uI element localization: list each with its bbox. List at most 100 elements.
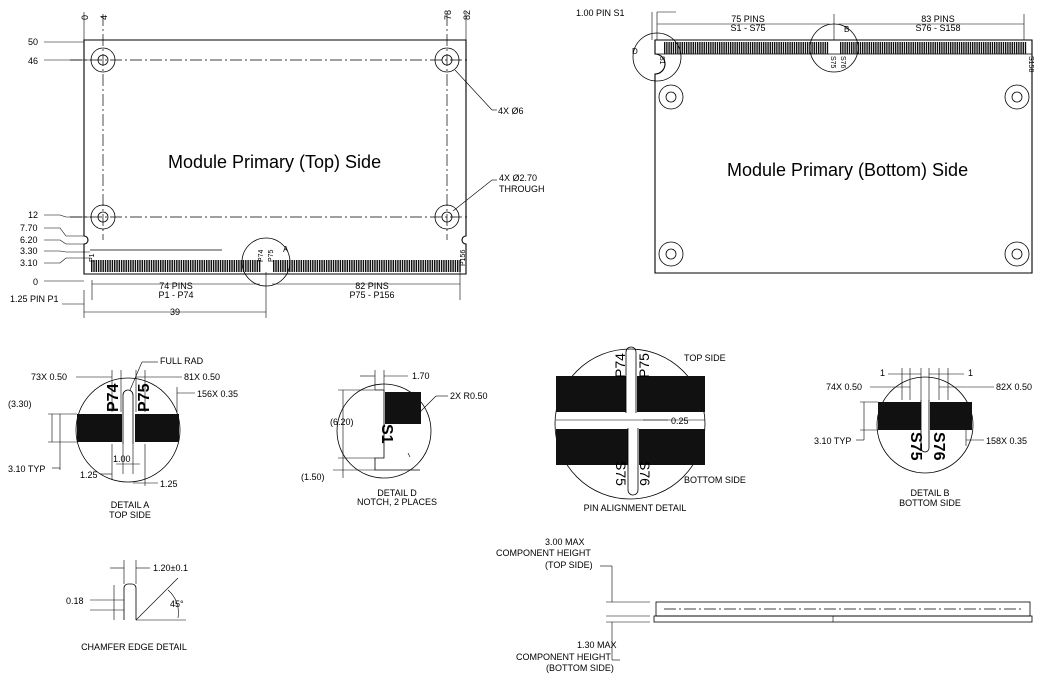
axis-top-4: 4 (99, 15, 109, 20)
axis-left-3-30: 3.30 (20, 246, 38, 256)
axis-left-50: 50 (28, 37, 38, 47)
left-pitch-label: 73X 0.50 (31, 372, 67, 382)
detail-b-s75: S75 (907, 432, 924, 461)
height-label: (3.30) (8, 399, 32, 409)
pin-s158-label: S158 (1027, 56, 1034, 72)
width-label: 156X 0.35 (197, 389, 238, 399)
mount-hole (434, 47, 460, 73)
detail-a-caption-1: DETAIL A (111, 500, 150, 510)
axis-top-82: 82 (462, 10, 472, 20)
pin-s75-label: S75 (829, 56, 836, 69)
chamfer-detail: 1.20±0.1 0.18 45° CHAMFER EDGE DETAIL (66, 560, 188, 652)
alignment-bottom-label: BOTTOM SIDE (684, 475, 746, 485)
axis-left-7-70: 7.70 (20, 223, 38, 233)
detail-d-s1: S1 (378, 424, 395, 444)
bottom-pins-left-range: S1 - S75 (730, 23, 765, 33)
pin-s1-offset: 1.00 PIN S1 (576, 8, 625, 18)
bottom-view-title: Module Primary (Bottom) Side (727, 160, 968, 180)
detail-b-caption-2: BOTTOM SIDE (899, 498, 961, 508)
chamfer-angle: 45° (170, 599, 184, 609)
bottom-height-1: 1.30 MAX (577, 640, 617, 650)
pin-p75-label: P75 (268, 249, 275, 262)
right-pitch-label: 81X 0.50 (184, 372, 220, 382)
chamfer-depth: 0.18 (66, 596, 84, 606)
gap-left-label: 1.25 (80, 470, 98, 480)
bottom-pins-right-count: 83 PINS (921, 14, 955, 24)
pin-p74-label: P74 (258, 249, 265, 262)
detail-a-p74: P74 (105, 383, 122, 412)
bottom-height-3: (BOTTOM SIDE) (546, 663, 614, 673)
detail-d-caption-2: NOTCH, 2 PLACES (357, 497, 437, 507)
alignment-p75: P75 (636, 353, 652, 378)
pins-left-range: P1 - P74 (158, 290, 193, 300)
alignment-top-label: TOP SIDE (684, 353, 726, 363)
detail-b-right-dim: 1 (968, 368, 973, 378)
detail-b-left-pitch: 74X 0.50 (826, 382, 862, 392)
pins-right-count: 82 PINS (355, 281, 389, 291)
pin-alignment-detail: P74 P75 S75 S76 TOP SIDE BOTTOM SIDE 0.2… (554, 346, 746, 513)
detail-a-p75: P75 (136, 383, 153, 412)
pin-p1-label: P1 (89, 253, 96, 262)
alignment-caption: PIN ALIGNMENT DETAIL (584, 503, 687, 513)
notch-width-label: 1.70 (412, 371, 430, 381)
pins-left-count: 74 PINS (159, 281, 193, 291)
mount-hole (1004, 241, 1030, 267)
detail-b-typ: 3.10 TYP (814, 436, 851, 446)
alignment-s76: S76 (637, 461, 653, 486)
detail-a-caption-2: TOP SIDE (109, 510, 151, 520)
mount-hole (658, 241, 684, 267)
detail-b-width: 158X 0.35 (986, 436, 1027, 446)
bottom-pins-left-count: 75 PINS (731, 14, 765, 24)
pin-s1-label: S1 (658, 56, 665, 65)
detail-a-letter: A (283, 245, 289, 254)
axis-top-78: 78 (443, 10, 453, 20)
through-callout-1: 4X Ø2.70 (499, 173, 537, 183)
detail-a: P74 P75 FULL RAD 73X 0.50 81X 0.50 156X … (8, 356, 238, 520)
dim-width: 39 (170, 307, 180, 317)
axis-left-0: 0 (33, 277, 38, 287)
detail-b-right-pitch: 82X 0.50 (996, 382, 1032, 392)
axis-left-3-10: 3.10 (20, 258, 38, 268)
pins-right-range: P75 - P156 (349, 290, 394, 300)
holes-callout: 4X Ø6 (498, 106, 524, 116)
chamfer-width: 1.20±0.1 (153, 563, 188, 573)
alignment-p74: P74 (612, 353, 628, 378)
side-view: 3.00 MAX COMPONENT HEIGHT (TOP SIDE) 1.3… (496, 537, 1033, 673)
top-height-3: (TOP SIDE) (545, 560, 593, 570)
detail-b-s76: S76 (930, 432, 947, 461)
axis-left-46: 46 (28, 56, 38, 66)
alignment-offset: 0.25 (671, 416, 689, 426)
pin-s76-label: S76 (839, 56, 846, 69)
axis-left-6-20: 6.20 (20, 235, 38, 245)
axis-top-0: 0 (80, 15, 90, 20)
top-height-2: COMPONENT HEIGHT (496, 548, 591, 558)
notch-height-label: (6.20) (330, 417, 354, 427)
top-height-1: 3.00 MAX (545, 537, 585, 547)
mount-hole (1004, 84, 1030, 110)
top-pin-fingers (91, 260, 461, 272)
axis-left-12: 12 (28, 210, 38, 220)
mount-hole (658, 84, 684, 110)
typ-label: 3.10 TYP (8, 464, 45, 474)
bottom-height-2: COMPONENT HEIGHT (516, 652, 611, 662)
pin-p1-offset: 1.25 PIN P1 (10, 294, 59, 304)
bottom-pins-right-range: S76 - S158 (915, 23, 960, 33)
chamfer-caption: CHAMFER EDGE DETAIL (81, 642, 187, 652)
alignment-s75: S75 (613, 461, 629, 486)
detail-b-caption-1: DETAIL B (910, 488, 949, 498)
bottom-view: D B S1 S75 S76 S158 1.00 PIN S1 75 PINS … (576, 8, 1034, 274)
bottom-pin-fingers (664, 42, 1027, 54)
notch-radius-label: 2X R0.50 (450, 391, 488, 401)
full-rad-label: FULL RAD (160, 356, 204, 366)
top-view-title: Module Primary (Top) Side (168, 152, 381, 172)
through-callout-2: THROUGH (499, 184, 545, 194)
detail-d-caption-1: DETAIL D (377, 488, 417, 498)
detail-d: S1 1.70 2X R0.50 (6.20) (1.50) DETAIL D … (301, 370, 488, 507)
detail-d-letter: D (632, 47, 638, 56)
top-view: A 0 4 78 82 50 46 12 7.70 6.20 3.30 3.10… (10, 10, 545, 318)
detail-b-left-dim: 1 (880, 368, 885, 378)
mount-hole (434, 204, 460, 230)
detail-b: S75 S76 1 1 74X 0.50 82X 0.50 3.10 TYP 1… (814, 368, 1032, 508)
detail-b-letter: B (844, 25, 849, 34)
